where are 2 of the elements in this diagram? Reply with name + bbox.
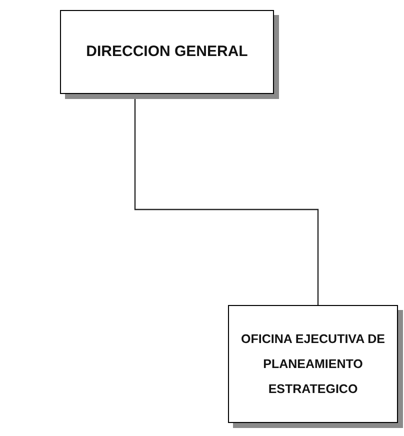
unit-name: OFICINA EJECUTIVA DE PLANEAMIENTO ESTRATEGICO — [240, 330, 386, 398]
unit-name: DIRECCION GENERAL — [86, 43, 248, 61]
